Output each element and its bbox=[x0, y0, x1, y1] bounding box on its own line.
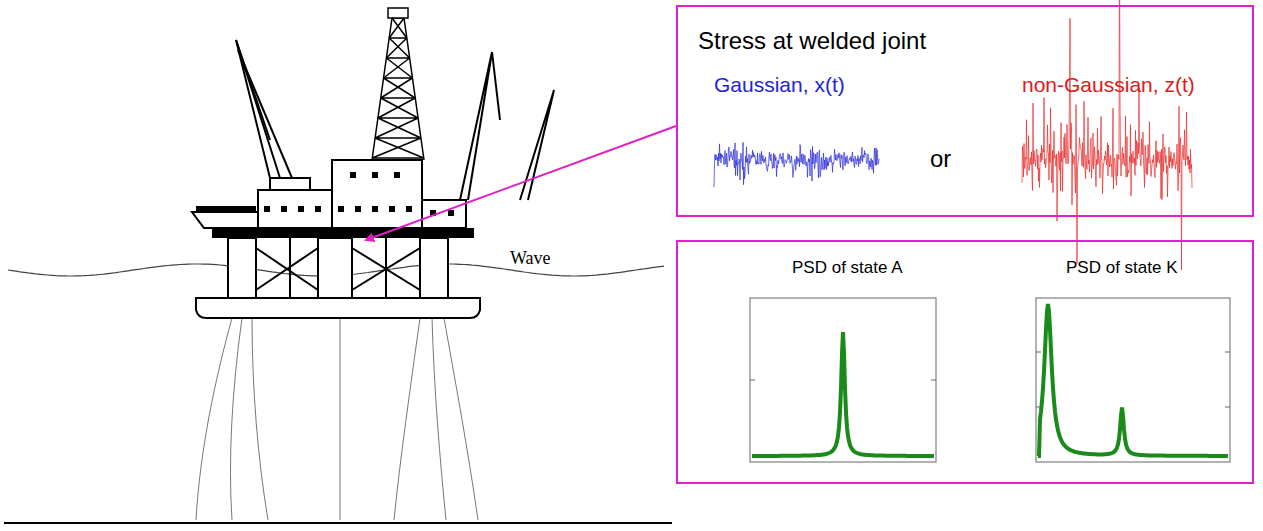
panel-heading: Stress at welded joint bbox=[698, 27, 926, 55]
window bbox=[315, 206, 321, 212]
cranes bbox=[236, 40, 554, 200]
derrick bbox=[372, 8, 424, 160]
signal-label: Gaussian, x(t) bbox=[714, 73, 845, 97]
window bbox=[355, 206, 361, 212]
wave-label: Wave bbox=[508, 248, 553, 269]
plot-title: PSD of state K bbox=[1066, 258, 1178, 278]
non-gaussian-signal bbox=[1022, 0, 1192, 270]
window bbox=[298, 206, 304, 212]
pontoon bbox=[196, 298, 480, 318]
conjunction: or bbox=[930, 145, 951, 173]
leader-line bbox=[366, 126, 676, 240]
window bbox=[264, 206, 270, 212]
deck bbox=[212, 228, 474, 238]
callout-panel: PSD of state A PSD of state K bbox=[676, 240, 1254, 484]
window bbox=[372, 172, 378, 178]
psd-axes bbox=[750, 298, 1230, 462]
plot-title: PSD of state A bbox=[792, 258, 903, 278]
window bbox=[281, 206, 287, 212]
window bbox=[406, 206, 412, 212]
window bbox=[338, 206, 344, 212]
window bbox=[448, 210, 454, 216]
window bbox=[350, 172, 356, 178]
gaussian-signal bbox=[714, 142, 879, 187]
psd-curve bbox=[752, 332, 934, 456]
callout-panel: Stress at welded jointGaussian, x(t) or no… bbox=[676, 5, 1254, 217]
window bbox=[372, 206, 378, 212]
window bbox=[394, 172, 400, 178]
helideck bbox=[192, 212, 258, 228]
columns bbox=[228, 238, 448, 298]
window bbox=[389, 206, 395, 212]
mooring-lines bbox=[196, 318, 478, 520]
psd-curve bbox=[1038, 304, 1228, 456]
windows bbox=[264, 172, 454, 216]
signal-label: non-Gaussian, z(t) bbox=[1022, 73, 1195, 97]
seafloor bbox=[4, 522, 672, 524]
